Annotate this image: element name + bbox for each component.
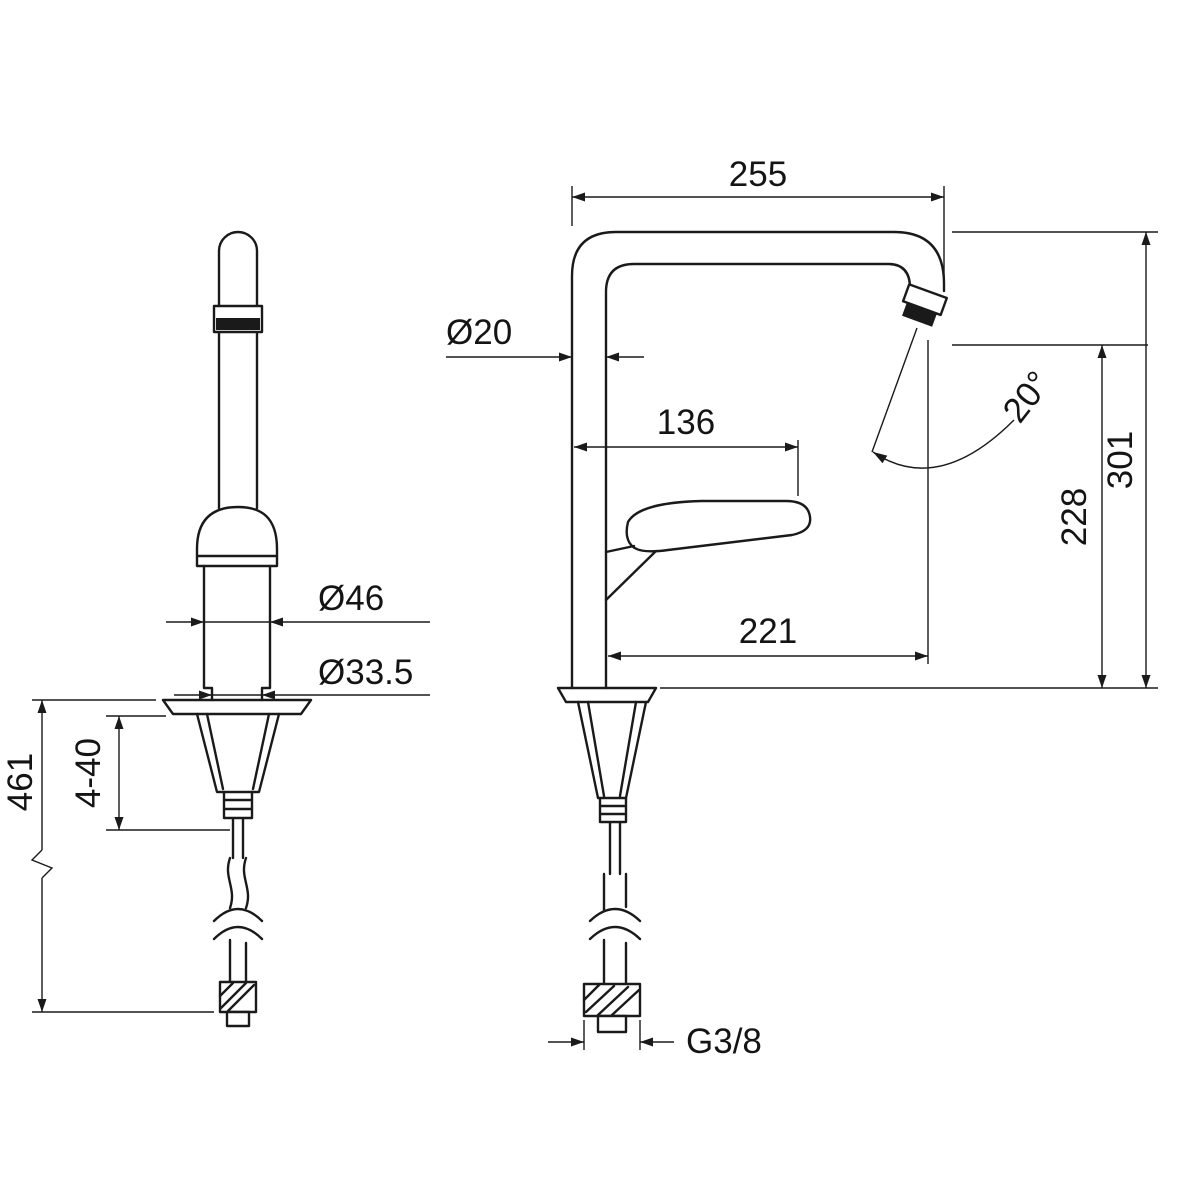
front-outlet-tip [902,302,937,327]
arrow-down-icon [114,817,124,830]
side-handle-cap [195,505,279,568]
dim-pipe-diameter: Ø20 [446,313,644,362]
front-deck-flange [556,686,658,704]
dim-lever-length: 136 [574,403,799,496]
arrow-up-icon [114,716,124,729]
arrow-up-icon [1141,232,1151,245]
arrow-left-icon [608,651,621,661]
dim-thread: G3/8 [548,1020,762,1061]
front-outlet [901,283,949,327]
front-spout-outer [570,230,946,690]
front-hose-upper [602,872,628,912]
side-aerator-dark [216,318,260,330]
side-view [161,230,313,1028]
front-supply-nut-hatch [582,982,641,1017]
arrow-down-icon [1097,675,1107,688]
arrow-left-icon [262,690,275,700]
side-hose-lower [228,938,248,984]
arrow-right-icon [785,442,798,452]
arrow-down-icon [1141,675,1151,688]
front-hose-break [588,907,642,941]
arrow-angle-icon [873,452,888,464]
side-mount-bracket [195,712,281,794]
arrow-up-icon [37,700,47,713]
side-deck-flange [161,698,313,716]
dim-supply-length-label: 461 [1,753,40,811]
arrow-left-icon [640,1037,653,1047]
side-hose-upper [226,856,250,910]
arrow-left-icon [606,352,619,362]
dimensions: 255 Ø20 136 20° [1,155,1158,1061]
dim-thread-label: G3/8 [686,1022,762,1061]
front-mount-nut [598,796,628,876]
dim-mount-thickness-ext [106,715,230,831]
dim-total-height: 301 [952,231,1158,688]
dim-outlet-height: 228 [952,344,1148,688]
side-hose-break [212,907,264,941]
arrow-right-icon [559,352,572,362]
dim-supply-length-ext [32,699,214,1013]
dim-outlet-angle-ray [871,327,918,453]
arrow-left-icon [270,617,283,627]
dim-outlet-reach-label: 221 [739,612,797,651]
arrow-up-icon [1097,345,1107,358]
dim-outlet-reach: 221 [608,340,929,664]
front-mount-bracket [576,700,648,800]
arrow-left-icon [574,442,587,452]
dim-body-diameter-label: Ø46 [318,579,384,618]
dim-thread-ext [583,1020,641,1050]
front-handle-joint [604,544,658,602]
arrow-right-icon [915,651,928,661]
side-mount-nut [222,790,254,860]
dim-supply-length-break [30,849,54,879]
arrow-right-icon [199,690,212,700]
arrow-right-icon [191,617,204,627]
dim-mount-thickness-label: 4-40 [69,738,108,808]
front-supply-tip [596,1014,628,1034]
dim-lever-length-label: 136 [657,403,715,442]
front-spout-inner [604,262,912,690]
side-spout-pipe [217,230,259,510]
arrow-down-icon [37,999,47,1012]
dim-outlet-height-label: 228 [1055,488,1094,546]
dim-supply-length: 461 [1,699,214,1013]
front-hose-lower [602,938,628,986]
dim-spout-reach: 255 [571,155,945,286]
dim-hole-diameter-label: Ø33.5 [318,653,413,692]
side-hose-nut-hatch [218,981,256,1013]
side-hose-nut [218,980,258,1014]
side-hose-tip [225,1010,251,1028]
side-body [202,564,272,702]
arrow-right-icon [931,192,944,202]
dim-hole-diameter: Ø33.5 [174,653,430,700]
front-view [556,230,949,1034]
dim-outlet-angle-arc [872,419,1015,469]
arrow-right-icon [571,1037,584,1047]
dim-body-diameter: Ø46 [166,579,430,627]
arrow-left-icon [572,192,585,202]
dim-total-height-label: 301 [1101,431,1140,489]
dim-spout-reach-ext [571,186,945,286]
dim-mount-thickness: 4-40 [69,715,230,831]
dim-spout-reach-label: 255 [729,155,787,194]
dim-pipe-diameter-label: Ø20 [446,313,512,352]
